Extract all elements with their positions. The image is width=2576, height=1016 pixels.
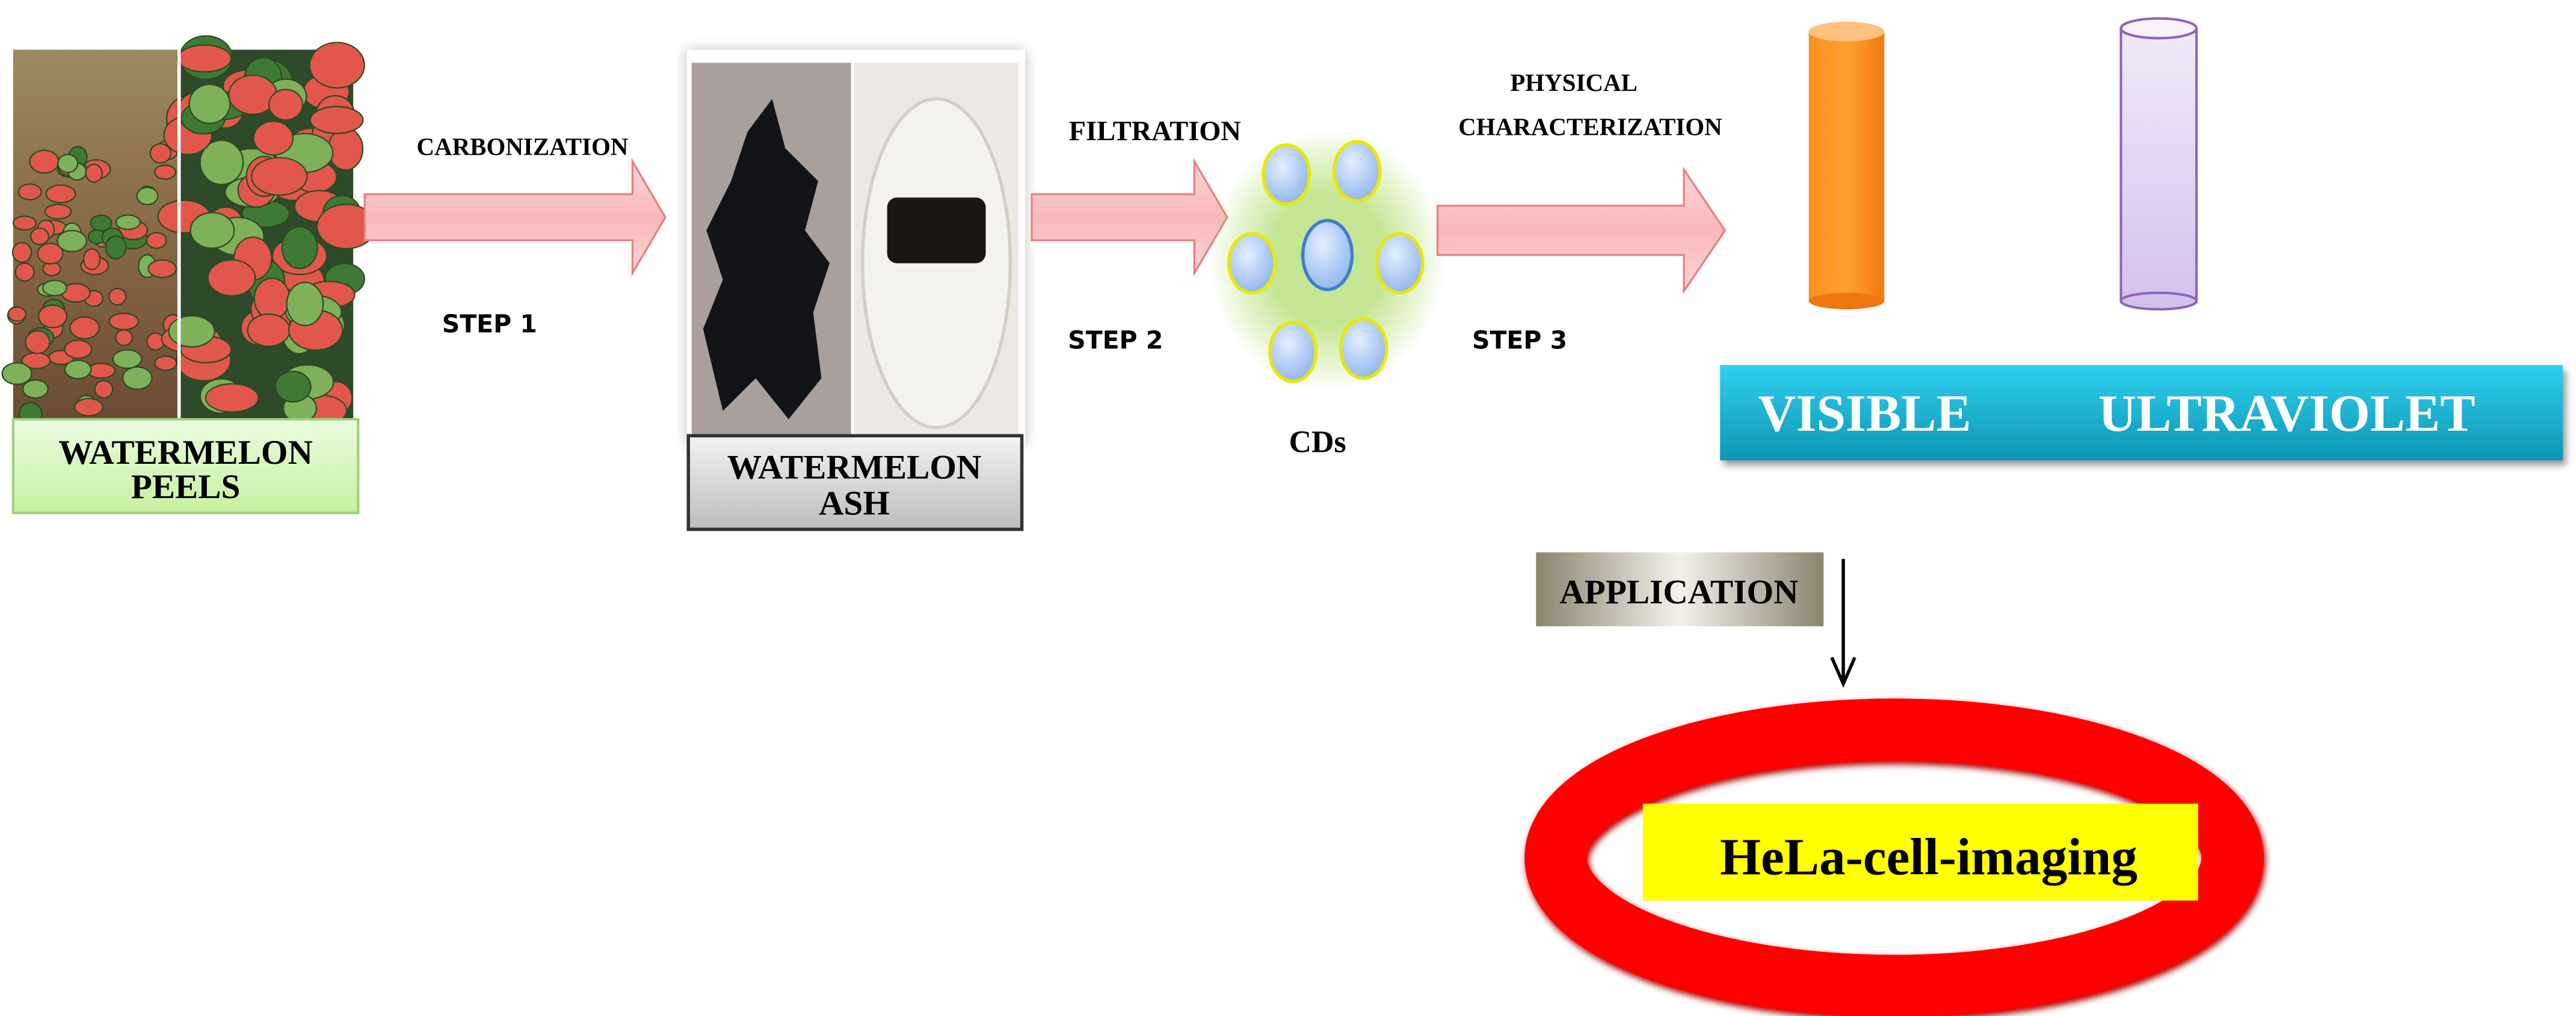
characterization-label: CHARACTERIZATION	[1458, 113, 1722, 141]
hela-ring-icon	[1524, 698, 2264, 1016]
watermelon-texture	[253, 120, 294, 156]
watermelon-texture	[205, 383, 259, 413]
watermelon-texture	[37, 242, 64, 265]
watermelon-texture	[309, 106, 364, 134]
watermelon-texture	[115, 329, 133, 346]
watermelon-texture	[147, 259, 177, 279]
watermelon-texture	[1, 362, 32, 386]
watermelon-texture	[105, 235, 127, 260]
watermelon-texture	[108, 312, 140, 331]
watermelon-texture	[29, 227, 49, 245]
watermelon-texture	[153, 164, 177, 180]
watermelon-texture	[268, 88, 304, 121]
watermelon-texture	[29, 149, 60, 174]
watermelon-texture	[94, 380, 114, 399]
watermelon-texture	[281, 226, 318, 269]
step1-label: STEP 1	[442, 309, 537, 338]
hela-label-box: HeLa-cell-imaging	[1642, 804, 2198, 901]
peels-label-line1: WATERMELON	[58, 434, 313, 472]
watermelon-texture	[17, 183, 42, 201]
watermelon-texture	[115, 214, 141, 230]
watermelon-texture	[112, 349, 143, 369]
step3-label: STEP 3	[1472, 326, 1567, 355]
watermelon-texture	[309, 42, 365, 89]
cds-label: CDs	[1289, 425, 1346, 460]
visible-label: VISIBLE	[1758, 384, 1971, 442]
peels-label-line2: PEELS	[131, 468, 241, 506]
watermelon-texture	[168, 315, 215, 348]
step3-arrow-icon	[1436, 166, 1727, 295]
watermelon-texture	[85, 163, 103, 183]
watermelon-ash-label-box: WATERMELON ASH	[686, 434, 1024, 531]
ash-label-line1: WATERMELON	[727, 448, 982, 486]
watermelon-texture	[250, 156, 308, 196]
watermelon-texture	[57, 153, 79, 173]
step1-arrow-icon	[363, 158, 667, 277]
ultraviolet-cylinder-icon	[2119, 17, 2198, 311]
watermelon-texture	[64, 339, 93, 359]
watermelon-texture	[64, 359, 92, 380]
ultraviolet-label: ULTRAVIOLET	[2098, 384, 2475, 442]
watermelon-texture	[190, 212, 235, 249]
down-arrow-icon	[1830, 559, 1857, 688]
application-label: APPLICATION	[1559, 573, 1798, 611]
watermelon-texture	[286, 282, 324, 327]
watermelon-texture	[7, 306, 27, 322]
watermelon-texture	[146, 232, 167, 249]
watermelon-texture	[82, 248, 101, 271]
application-label-box: APPLICATION	[1536, 552, 1824, 627]
filtration-label: FILTRATION	[1069, 116, 1241, 147]
watermelon-texture	[274, 371, 312, 403]
watermelon-texture	[22, 379, 49, 399]
watermelon-texture	[207, 259, 256, 297]
watermelon-texture	[149, 143, 171, 164]
watermelon-texture	[38, 304, 68, 328]
watermelon-texture	[188, 84, 231, 125]
carbonization-label: CARBONIZATION	[416, 132, 628, 160]
step2-label: STEP 2	[1068, 326, 1163, 355]
watermelon-texture	[247, 313, 291, 347]
watermelon-peels-photo	[1, 35, 377, 426]
watermelon-texture	[25, 330, 51, 354]
ash-label-line2: ASH	[819, 484, 890, 522]
watermelon-texture	[122, 366, 153, 390]
watermelon-texture	[253, 277, 291, 320]
hela-cell-imaging-label: HeLa-cell-imaging	[1720, 827, 2137, 885]
watermelon-texture	[12, 215, 37, 231]
carbon-dots-cluster-icon	[1209, 128, 1446, 392]
physical-label: PHYSICAL	[1510, 69, 1638, 96]
watermelon-peels-label-box: WATERMELON PEELS	[11, 417, 360, 514]
watermelon-texture	[199, 140, 244, 185]
characterization-bar: VISIBLE ULTRAVIOLET	[1720, 365, 2563, 461]
watermelon-texture	[42, 279, 67, 297]
watermelon-texture	[327, 127, 364, 171]
watermelon-texture	[57, 230, 87, 253]
watermelon-texture	[90, 214, 112, 232]
watermelon-texture	[14, 262, 35, 282]
watermelon-ash-photo	[686, 49, 1026, 444]
step2-arrow-icon	[1031, 158, 1228, 277]
watermelon-texture	[177, 44, 232, 73]
watermelon-texture	[69, 316, 100, 340]
watermelon-texture	[45, 184, 76, 203]
watermelon-texture	[11, 242, 32, 263]
watermelon-texture	[154, 355, 177, 371]
watermelon-texture	[74, 398, 103, 417]
visible-cylinder-icon	[1808, 22, 1885, 310]
watermelon-texture	[136, 186, 159, 206]
watermelon-texture	[44, 203, 72, 220]
watermelon-texture	[108, 288, 127, 306]
